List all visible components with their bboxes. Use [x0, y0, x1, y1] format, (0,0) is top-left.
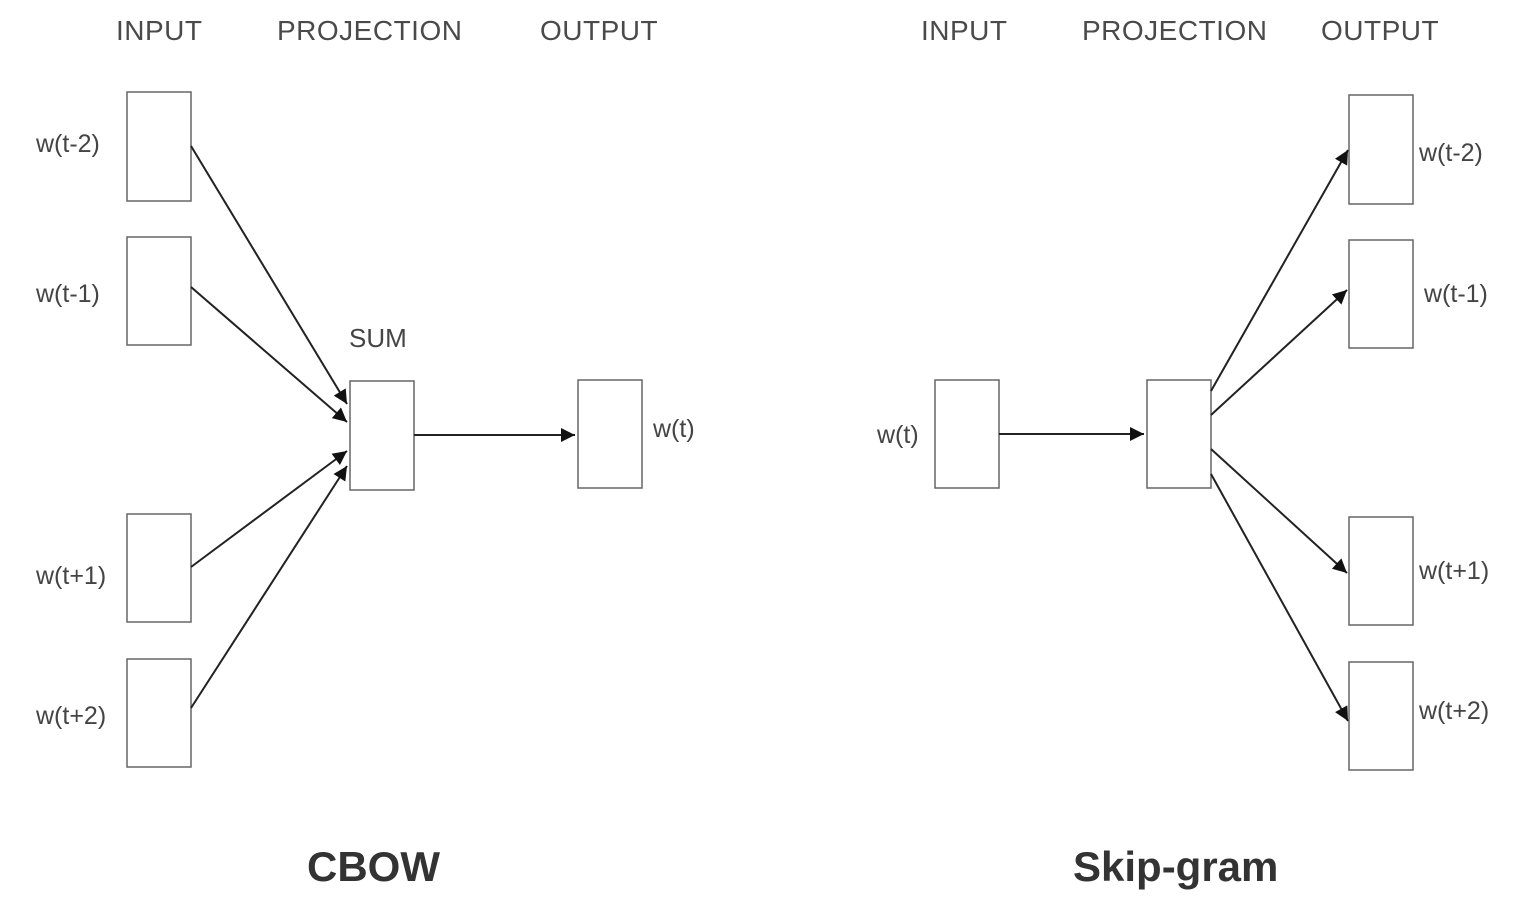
cbow-arrow-t-2 — [190, 145, 348, 405]
skipgram-output-label-t-2: w(t-2) — [1419, 139, 1483, 167]
cbow-input-label-t-2: w(t-2) — [36, 130, 100, 158]
skipgram-output-label-t+2: w(t+2) — [1419, 697, 1490, 725]
cbow-header-input: INPUT — [116, 15, 203, 46]
skipgram-output-box-t-2 — [1348, 94, 1414, 205]
cbow-input-label-t+1: w(t+1) — [36, 562, 107, 590]
skipgram-arrow-t+2 — [1210, 473, 1349, 722]
cbow-input-box-t-2 — [126, 91, 192, 202]
skipgram-arrow-t-1 — [1210, 289, 1348, 416]
cbow-input-label-t+2: w(t+2) — [36, 702, 107, 730]
skipgram-title: Skip-gram — [1073, 843, 1279, 890]
skipgram-output-label-t-1: w(t-1) — [1424, 280, 1488, 308]
cbow-header-output: OUTPUT — [540, 15, 659, 46]
cbow-header-projection: PROJECTION — [277, 15, 463, 46]
cbow-arrow-t+2 — [190, 465, 348, 709]
skipgram-input-label: w(t) — [877, 421, 919, 449]
cbow-input-box-t+2 — [126, 658, 192, 768]
skipgram-arrow-t+1 — [1210, 448, 1348, 574]
skipgram-header-output: OUTPUT — [1321, 15, 1440, 46]
skipgram-output-box-t+2 — [1348, 661, 1414, 771]
cbow-input-box-t-1 — [126, 236, 192, 346]
cbow-input-label-t-1: w(t-1) — [36, 280, 100, 308]
skipgram-output-box-t+1 — [1348, 516, 1414, 626]
cbow-output-label: w(t) — [653, 415, 695, 443]
skipgram-header-projection: PROJECTION — [1082, 15, 1268, 46]
cbow-projection-box — [349, 380, 415, 491]
skipgram-output-label-t+1: w(t+1) — [1419, 557, 1490, 585]
skipgram-output-box-t-1 — [1348, 239, 1414, 349]
skipgram-projection-box — [1146, 379, 1212, 489]
cbow-input-box-t+1 — [126, 513, 192, 623]
skipgram-header-input: INPUT — [921, 15, 1008, 46]
cbow-arrow-t-1 — [190, 286, 348, 423]
cbow-sum-label: SUM — [349, 323, 407, 353]
skipgram-arrow-t-2 — [1210, 149, 1349, 392]
skipgram-input-box — [934, 379, 1000, 489]
cbow-arrow-t+1 — [190, 450, 348, 568]
cbow-output-box — [577, 379, 643, 489]
cbow-title: CBOW — [307, 843, 440, 890]
